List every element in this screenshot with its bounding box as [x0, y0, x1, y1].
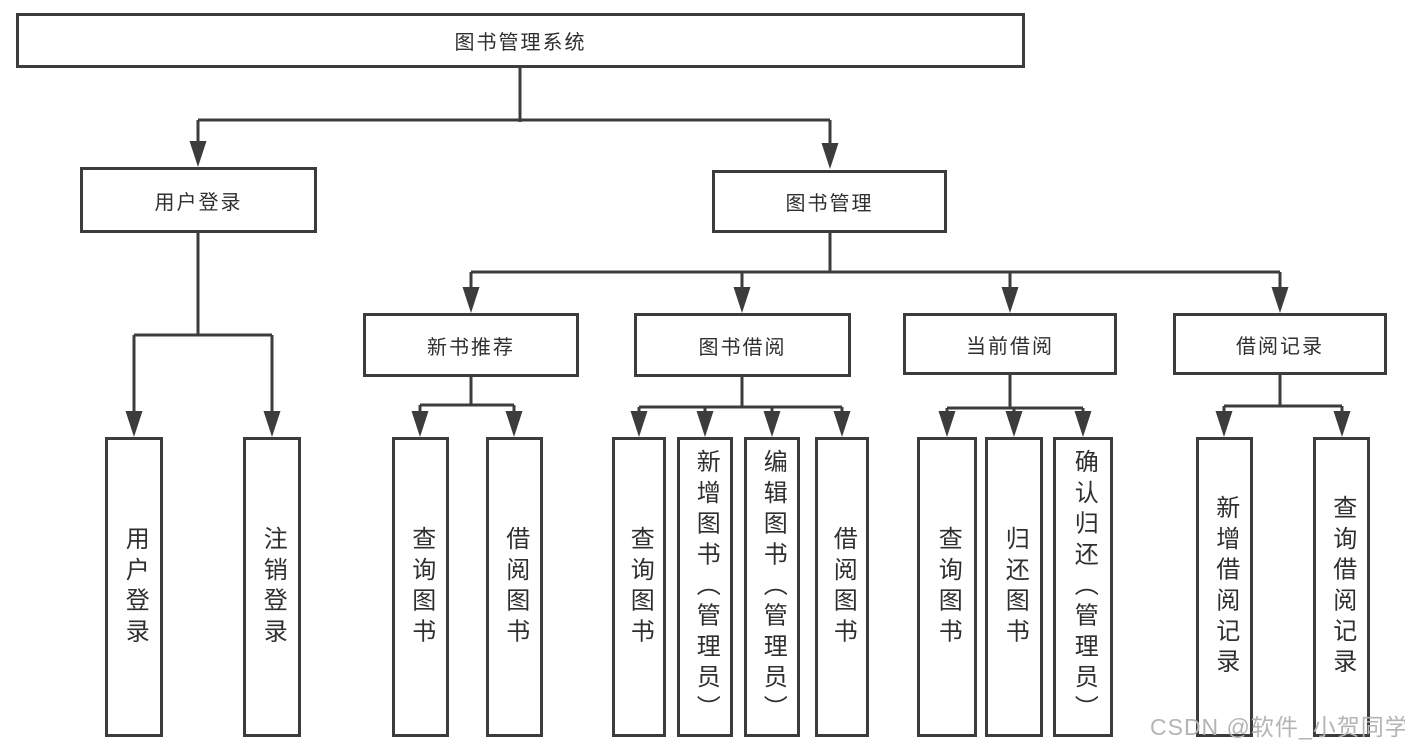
arrowhead: [505, 411, 523, 437]
leaf-logout: 注销登录: [243, 437, 301, 737]
csdn-watermark: CSDN @软件_小贺同学: [1150, 714, 1405, 740]
leaf-label: 归还图书: [1001, 525, 1029, 649]
arrowhead: [125, 411, 143, 437]
node-new-book-recommendation: 新书推荐: [363, 313, 579, 377]
node-current-borrowing: 当前借阅: [903, 313, 1117, 375]
leaf-add-borrow-record: 新增借阅记录: [1196, 437, 1253, 737]
leaf-label: 新增借阅记录: [1211, 494, 1239, 680]
leaf-search-books-recommend: 查询图书: [392, 437, 449, 737]
leaf-label: 注销登录: [259, 525, 287, 649]
leaf-label: 借阅图书: [501, 525, 529, 649]
arrowhead: [763, 411, 781, 437]
arrowhead: [462, 287, 480, 313]
leaf-label: 查询图书: [934, 525, 962, 649]
leaf-borrow-books: 借阅图书: [815, 437, 869, 737]
leaf-edit-books-admin: 编辑图书（管理员）: [744, 437, 800, 737]
node-book-management: 图书管理: [712, 170, 947, 233]
arrowhead: [1001, 287, 1019, 313]
arrowhead: [696, 411, 714, 437]
leaf-borrow-books-recommend: 借阅图书: [486, 437, 543, 737]
leaf-add-books-admin: 新增图书（管理员）: [677, 437, 733, 737]
arrowhead: [189, 141, 207, 167]
arrowhead: [733, 287, 751, 313]
arrowhead: [411, 411, 429, 437]
leaf-label: 查询借阅记录: [1328, 494, 1356, 680]
arrowhead: [1333, 411, 1351, 437]
arrowhead: [821, 143, 839, 169]
leaf-search-borrow-record: 查询借阅记录: [1313, 437, 1370, 737]
leaf-label: 用户登录: [121, 525, 149, 649]
node-root-library-management-system: 图书管理系统: [16, 13, 1025, 68]
arrowhead: [263, 411, 281, 437]
leaf-label: 查询图书: [626, 525, 654, 649]
arrowhead: [1271, 287, 1289, 313]
arrowhead: [833, 411, 851, 437]
leaf-search-books-current: 查询图书: [917, 437, 977, 737]
node-borrowing-records: 借阅记录: [1173, 313, 1387, 375]
leaf-confirm-return-admin: 确认归还（管理员）: [1053, 437, 1113, 737]
arrowhead: [1005, 411, 1023, 437]
arrowhead: [1215, 411, 1233, 437]
node-book-borrowing: 图书借阅: [634, 313, 851, 377]
arrowhead: [1074, 411, 1092, 437]
leaf-label: 查询图书: [407, 525, 435, 649]
leaf-label: 确认归还（管理员）: [1070, 448, 1098, 726]
arrowhead: [630, 411, 648, 437]
leaf-search-books-borrowing: 查询图书: [612, 437, 666, 737]
leaf-label: 借阅图书: [829, 525, 857, 649]
leaf-label: 新增图书（管理员）: [692, 448, 720, 726]
leaf-return-books: 归还图书: [985, 437, 1043, 737]
leaf-label: 编辑图书（管理员）: [759, 448, 787, 726]
arrowhead: [938, 411, 956, 437]
leaf-user-login: 用户登录: [105, 437, 163, 737]
node-user-login: 用户登录: [80, 167, 317, 233]
